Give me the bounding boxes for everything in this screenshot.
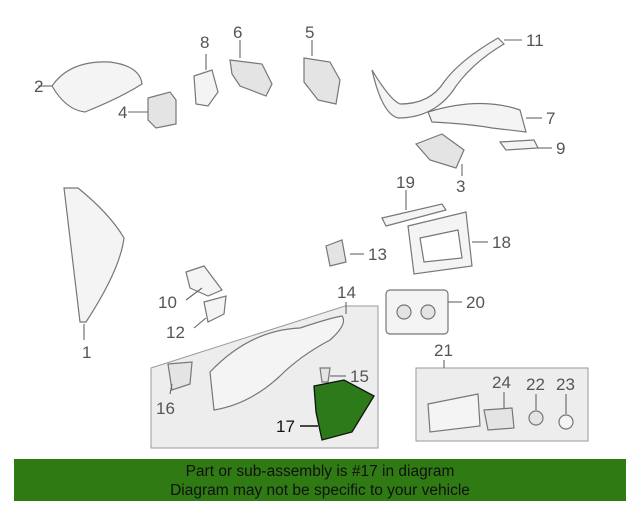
callout-2: 2 (34, 77, 43, 96)
callout-6: 6 (233, 23, 242, 42)
part-21-bracket (427, 393, 481, 433)
part-7-trim-bezel (427, 102, 527, 133)
callout-3: 3 (456, 177, 465, 196)
part-2-cluster-hood (51, 61, 143, 113)
part-17-glove-box-bin-highlighted (313, 379, 375, 441)
part-20-knob-right (420, 304, 436, 320)
part-8-bracket (193, 69, 219, 107)
callout-17: 17 (276, 417, 295, 436)
part-23-bulb (558, 414, 574, 430)
callout-5: 5 (305, 23, 314, 42)
leader-16 (169, 383, 173, 395)
part-16-latch (167, 361, 193, 391)
part-10-bracket (185, 265, 223, 297)
callout-18: 18 (492, 233, 511, 252)
callout-15: 15 (350, 367, 369, 386)
leader-10 (185, 287, 203, 301)
callout-24: 24 (492, 373, 511, 392)
callout-9: 9 (556, 139, 565, 158)
part-14-glove-box-door (209, 315, 345, 411)
callout-8: 8 (200, 33, 209, 52)
callout-11: 11 (526, 31, 544, 50)
part-20-knob-left (396, 304, 412, 320)
fitment-notice-banner: Part or sub-assembly is #17 in diagram D… (14, 459, 626, 501)
callout-23: 23 (556, 375, 575, 394)
callout-19: 19 (396, 173, 415, 192)
callout-10: 10 (158, 293, 177, 312)
part-20-control-panel (385, 289, 449, 335)
callout-13: 13 (368, 245, 387, 264)
part-15-screw (319, 367, 331, 383)
part-5-air-vent (303, 57, 341, 105)
part-11-dash-trim (371, 37, 505, 119)
callout-16: 16 (156, 399, 175, 418)
callout-21: 21 (434, 341, 453, 360)
callout-1: 1 (82, 343, 91, 362)
part-13-clip (325, 239, 347, 267)
leader-12 (193, 317, 207, 329)
callout-14: 14 (337, 283, 356, 302)
fitment-notice-line-1: Part or sub-assembly is #17 in diagram (185, 463, 455, 480)
callout-7: 7 (546, 109, 555, 128)
part-6-air-vent (229, 59, 273, 97)
fitment-notice-line-2: Diagram may not be specific to your vehi… (170, 482, 470, 499)
callout-22: 22 (526, 375, 545, 394)
part-12-bracket (203, 295, 227, 323)
part-24-switch (483, 407, 515, 431)
callout-4: 4 (118, 103, 127, 122)
part-4-switch (147, 91, 177, 129)
part-19-trim-strip (381, 203, 447, 227)
callout-20: 20 (466, 293, 485, 312)
part-3-vent (414, 133, 465, 169)
part-1-side-panel (63, 187, 125, 323)
exploded-parts-diagram: 1 2 3 4 5 6 7 8 9 10 11 12 13 14 15 16 1… (34, 23, 589, 449)
callout-12: 12 (166, 323, 185, 342)
part-9-small-trim (498, 139, 539, 151)
part-22-socket (528, 410, 544, 426)
part-18-radio-bezel (407, 211, 473, 275)
